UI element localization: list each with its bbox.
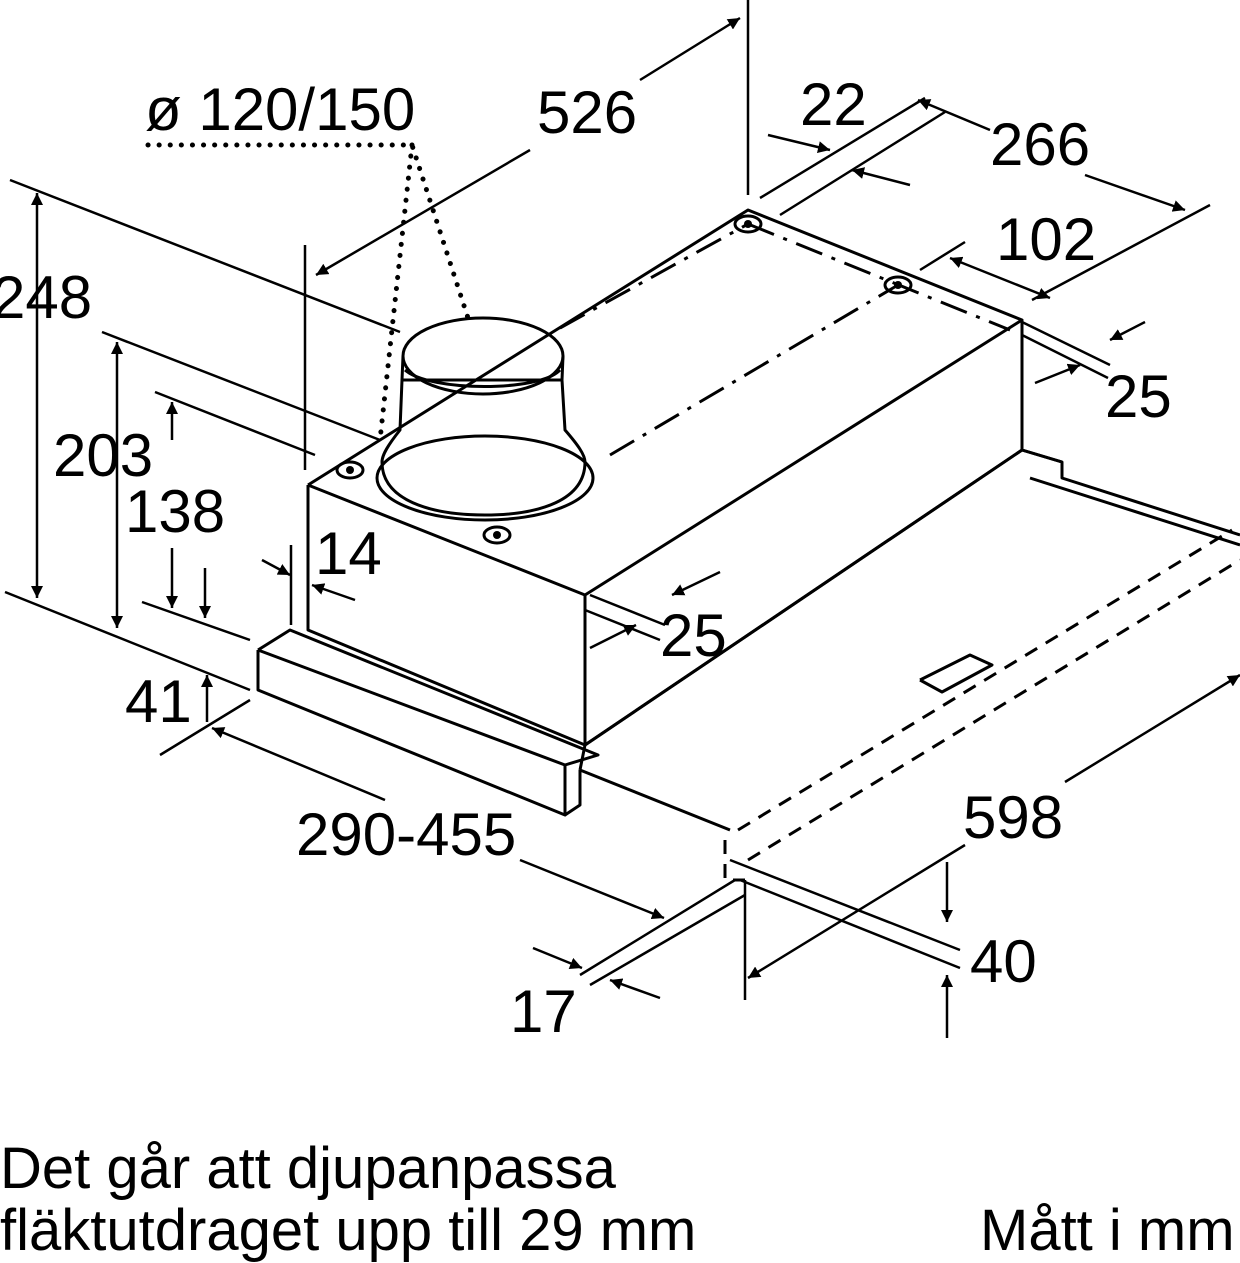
- label-248: 248: [0, 264, 92, 331]
- mounting-axis-rear: [559, 222, 749, 330]
- extension-lines: [4, 0, 1211, 1000]
- depth-adjust-note-line1: Det går att djupanpassa: [0, 1136, 616, 1201]
- label-41: 41: [125, 668, 192, 735]
- label-duct-diameter: ø 120/150: [145, 76, 415, 143]
- telescopic-drawer: [578, 448, 1240, 882]
- hood-top-face: [307, 208, 1024, 597]
- label-17: 17: [510, 978, 577, 1045]
- label-598: 598: [963, 784, 1063, 851]
- dimension-arrows: [31, 16, 1240, 1038]
- label-138: 138: [125, 478, 225, 545]
- hood-front-face: [306, 485, 586, 747]
- mounting-axis-left: [747, 222, 1011, 332]
- label-25-right: 25: [1105, 363, 1172, 430]
- screw-holes: [335, 214, 913, 545]
- label-526: 526: [537, 79, 637, 146]
- label-266: 266: [990, 111, 1090, 178]
- depth-adjust-note-line2: fläktutdraget upp till 29 mm: [0, 1198, 697, 1263]
- units-note: Mått i mm: [980, 1198, 1235, 1263]
- label-22: 22: [800, 71, 867, 138]
- label-40: 40: [970, 928, 1037, 995]
- front-strip: [256, 628, 600, 817]
- duct-connector: [375, 316, 595, 522]
- duct-leader: [145, 142, 471, 321]
- mounting-axis-side: [609, 283, 899, 457]
- label-14: 14: [315, 520, 382, 587]
- label-290-455: 290-455: [296, 801, 516, 868]
- hood-side-face: [583, 320, 1024, 747]
- label-203: 203: [53, 422, 153, 489]
- label-102: 102: [996, 206, 1096, 273]
- label-25-front: 25: [660, 602, 727, 669]
